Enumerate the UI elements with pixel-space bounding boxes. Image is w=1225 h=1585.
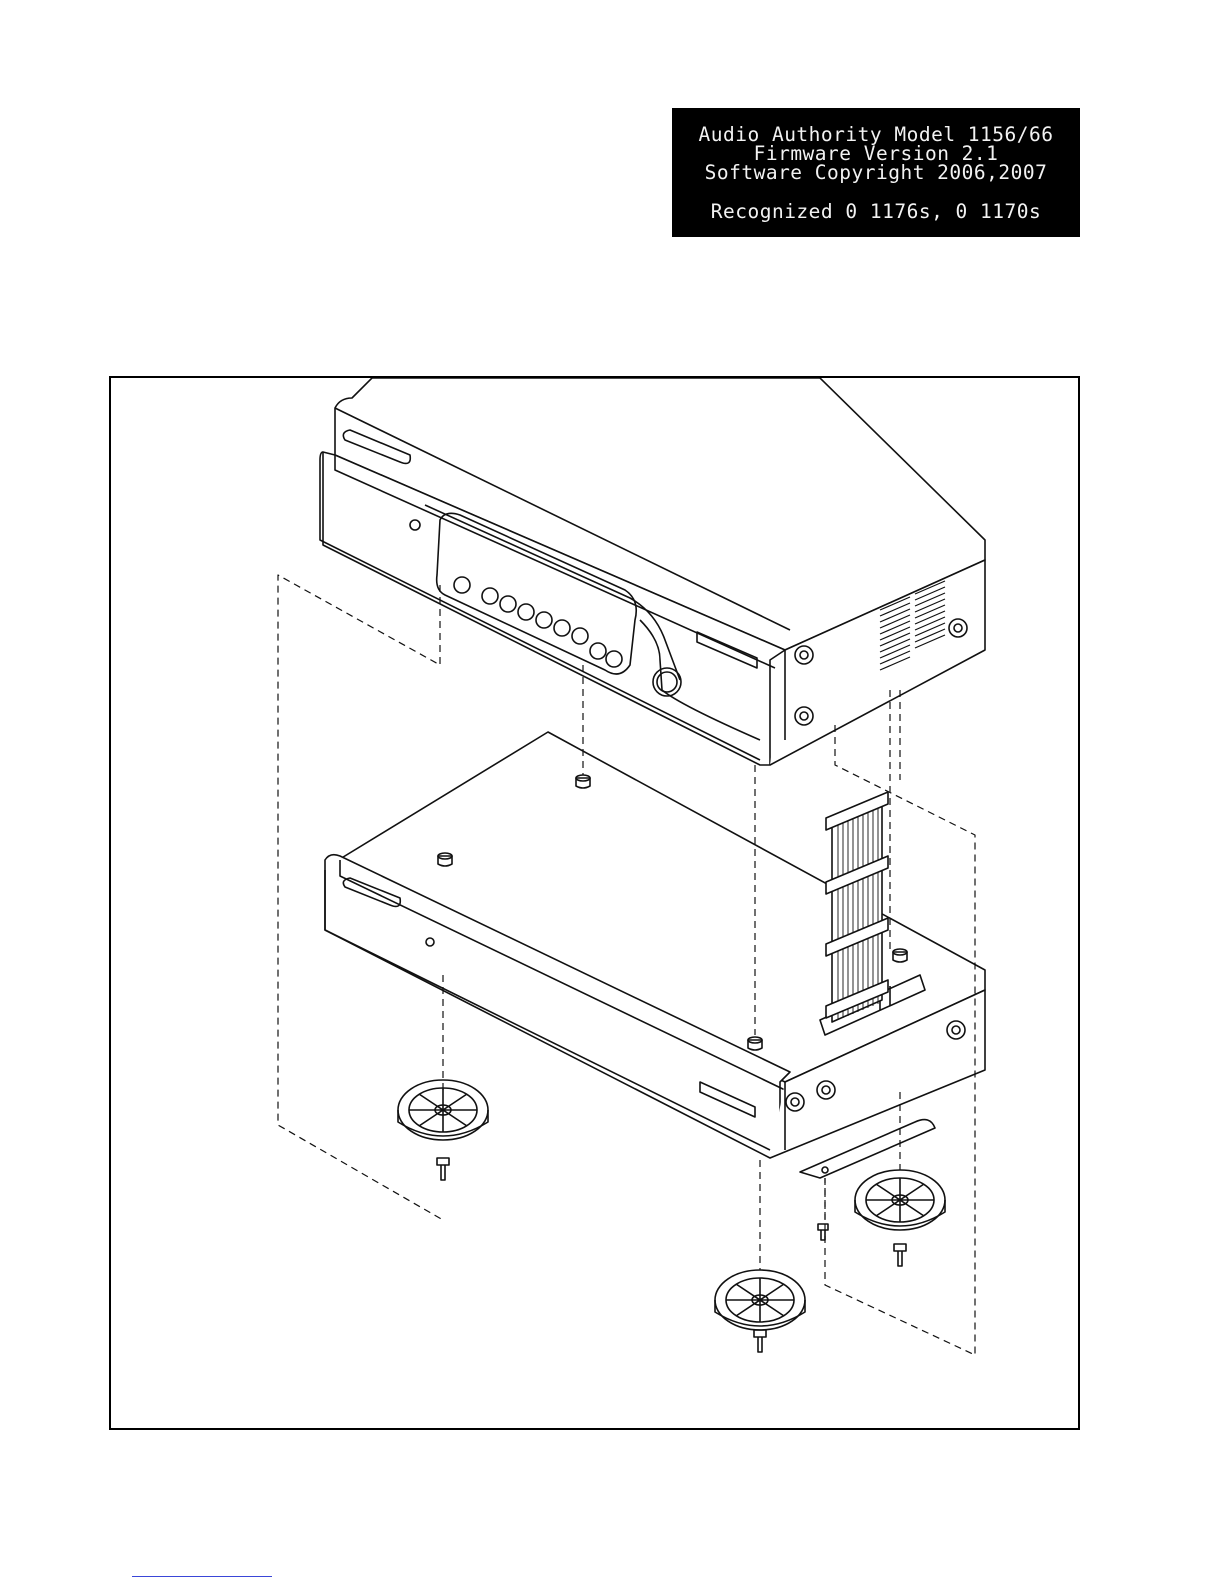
top-unit-chassis (320, 378, 985, 765)
screws (437, 1158, 906, 1352)
ribbon-cable (826, 792, 888, 1022)
footer-link-underline[interactable] (132, 1576, 272, 1577)
